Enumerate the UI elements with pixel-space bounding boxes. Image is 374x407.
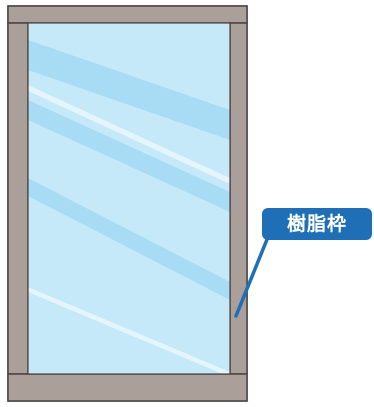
glass-reflection-band-2 (28, 100, 230, 212)
glass-highlight-line-2 (28, 287, 230, 374)
glass-pane (28, 23, 230, 374)
callout-label-box: 樹脂枠 (262, 208, 372, 240)
glass-reflection-band-1 (28, 40, 230, 140)
frame-right-stile (229, 22, 248, 375)
frame-bottom-rail (7, 373, 248, 402)
callout-leader-line (234, 230, 272, 318)
glass-highlight-line-1 (28, 85, 230, 184)
frame-top-rail (7, 5, 248, 24)
glass-border (27, 22, 231, 375)
frame-left-stile (7, 22, 29, 375)
glass-reflection-band-3 (28, 178, 230, 300)
resin-frame-label: 樹脂枠 (286, 212, 347, 235)
